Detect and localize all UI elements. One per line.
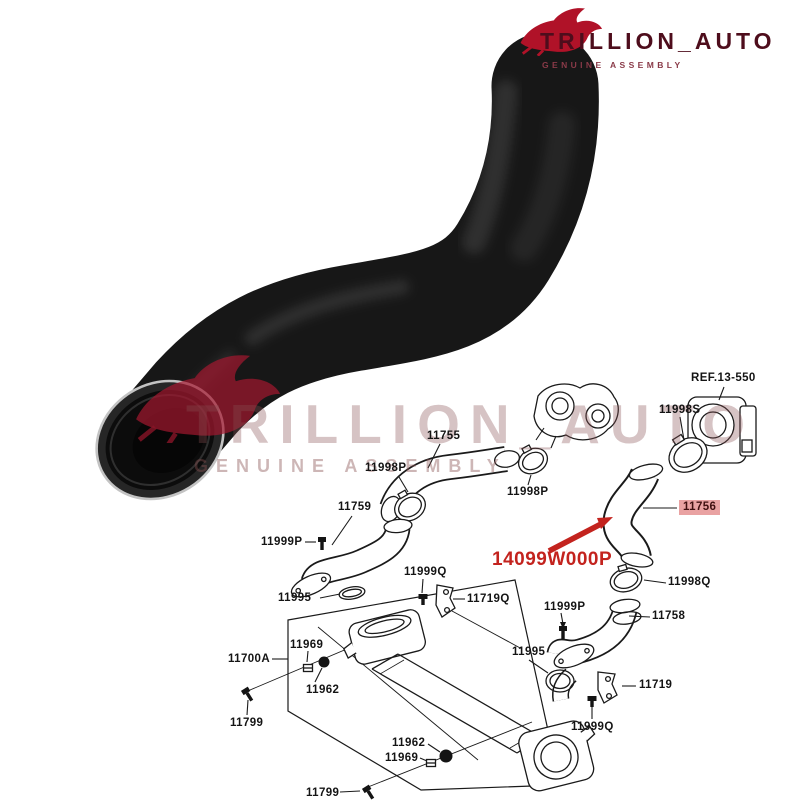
rabbit-logo-icon (520, 8, 603, 56)
hose-11758-flange (553, 643, 595, 669)
intercooler-right-tank (518, 720, 596, 792)
part-label-11755: 11755 (427, 430, 461, 442)
part-label-11998q: 11998Q (668, 576, 711, 588)
part-label-11969-bottom: 11969 (385, 752, 419, 764)
clamp-11998s (668, 433, 708, 473)
clamp (517, 444, 549, 475)
part-label-11719q: 11719Q (467, 593, 510, 605)
part-label-11969-top: 11969 (290, 639, 324, 651)
part-label-11999p-right: 11999P (544, 601, 586, 613)
callout-part-number: 14099W000P (492, 549, 613, 570)
part-label-11700a: 11700A (228, 653, 271, 665)
part-label-11995-left: 11995 (278, 592, 312, 604)
bracket-11719q (435, 584, 456, 618)
leader-lines (246, 386, 725, 793)
parts-diagram (240, 383, 757, 800)
clamp-11998q (609, 563, 643, 593)
intercooler-left-tank (343, 609, 426, 665)
nut-11969-top (302, 663, 314, 673)
o-ring-11995-right (545, 669, 575, 693)
hose-11759-flange (290, 572, 332, 598)
part-label-11759: 11759 (338, 501, 372, 513)
part-label-11998p-left: 11998P (365, 462, 407, 474)
clamp-11998p (394, 489, 426, 522)
part-label-11962-top: 11962 (306, 684, 340, 696)
part-label-11756-highlighted: 11756 (679, 500, 721, 515)
red-pointer-arrow (547, 517, 613, 554)
part-label-11799-left: 11799 (230, 717, 264, 729)
brand-name: TRILLION_AUTO (540, 28, 776, 54)
nut-11969-bottom (425, 758, 437, 768)
brand-tagline: GENUINE ASSEMBLY (542, 60, 684, 70)
part-label-11995-right: 11995 (512, 646, 546, 658)
outlet-fitting (533, 383, 619, 449)
bracket-11719 (597, 671, 618, 704)
part-label-11999p-left: 11999P (261, 536, 303, 548)
part-label-11998p-right: 11998P (507, 486, 549, 498)
part-label-11719: 11719 (639, 679, 673, 691)
part-label-11962-bottom: 11962 (392, 737, 426, 749)
part-label-ref-13-550: REF.13-550 (691, 372, 756, 384)
part-label-11799-bottom: 11799 (306, 787, 340, 799)
part-label-11999q-top: 11999Q (404, 566, 447, 578)
part-label-11758: 11758 (652, 610, 686, 622)
part-label-11999q-bottom: 11999Q (571, 721, 614, 733)
o-ring-11995-left (338, 586, 366, 600)
part-label-11998s: 11998S (659, 404, 701, 416)
